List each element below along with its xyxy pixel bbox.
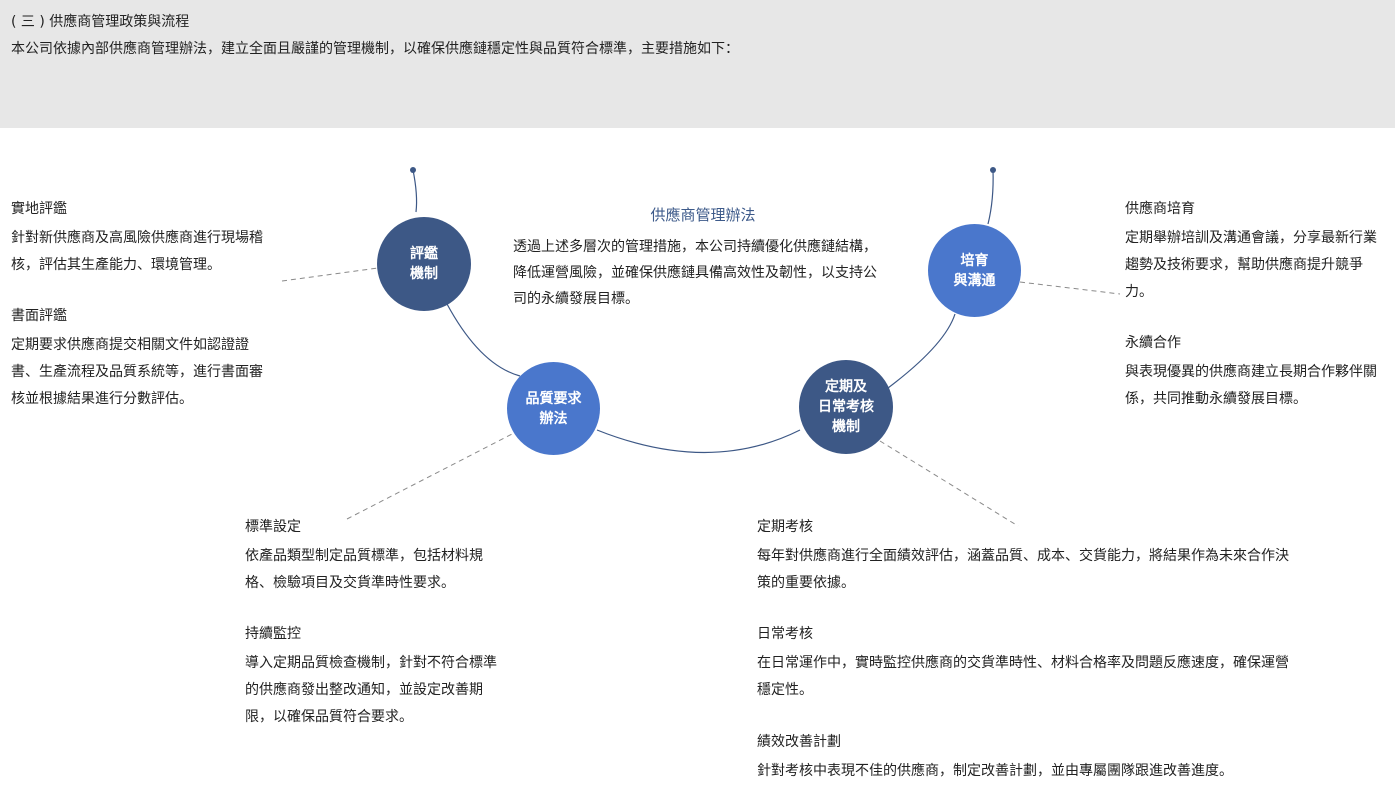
stem-left [412, 169, 418, 213]
block-document-title: 書面評鑑 [11, 308, 67, 324]
node-quality-label: 品質要求 辦法 [525, 390, 582, 427]
block-document-body: 定期要求供應商提交相關文件如認證證書、生產流程及品質系統等，進行書面審核並根據結… [11, 337, 263, 407]
block-improvement-body: 針對考核中表現不佳的供應商，制定改善計劃，並由專屬團隊跟進改善進度。 [757, 763, 1233, 779]
block-sustainable-partnership: 永續合作 與表現優異的供應商建立長期合作夥伴關係，共同推動永續發展目標。 [1125, 333, 1387, 413]
dash-cultivation [1019, 281, 1121, 295]
header-band [0, 0, 1395, 128]
node-cultivation-label: 培育 與溝通 [953, 252, 996, 289]
block-training-body: 定期舉辦培訓及溝通會議，分享最新行業趨勢及技術要求，幫助供應商提升競爭力。 [1125, 230, 1377, 300]
section-intro: 本公司依據內部供應商管理辦法，建立全面且嚴謹的管理機制，以確保供應鏈穩定性與品質… [11, 41, 739, 57]
block-onsite-body: 針對新供應商及高風險供應商進行現場稽核，評估其生產能力、環境管理。 [11, 230, 263, 273]
block-daily-body: 在日常運作中，實時監控供應商的交貨準時性、材料合格率及問題反應速度，確保運營穩定… [757, 655, 1289, 698]
node-cultivation-communication: 培育 與溝通 [928, 224, 1021, 317]
block-periodic-title: 定期考核 [757, 519, 813, 535]
center-body: 透過上述多層次的管理措施，本公司持續優化供應鏈結構，降低運營風險，並確保供應鏈具… [513, 239, 877, 307]
arc-evaluation-quality [446, 303, 521, 377]
node-evaluation-label: 評鑑 機制 [410, 246, 438, 282]
block-partnership-body: 與表現優異的供應商建立長期合作夥伴關係，共同推動永續發展目標。 [1125, 364, 1377, 407]
block-supplier-training: 供應商培育 定期舉辦培訓及溝通會議，分享最新行業趨勢及技術要求，幫助供應商提升競… [1125, 199, 1387, 306]
node-evaluation-mechanism: 評鑑 機制 [377, 217, 471, 311]
block-onsite-evaluation: 實地評鑑 針對新供應商及高風險供應商進行現場稽核，評估其生產能力、環境管理。 [11, 199, 273, 279]
block-daily-title: 日常考核 [757, 626, 813, 642]
block-continuous-monitoring: 持續監控 導入定期品質檢查機制，針對不符合標準的供應商發出整改通知，並設定改善期… [245, 624, 507, 731]
dash-review [879, 440, 1019, 527]
block-periodic-review: 定期考核 每年對供應商進行全面績效評估，涵蓋品質、成本、交貨能力，將結果作為未來… [757, 517, 1297, 597]
node-review-mechanism: 定期及 日常考核 機制 [799, 360, 893, 454]
node-review-label: 定期及 日常考核 機制 [818, 379, 874, 435]
dash-quality [346, 432, 515, 520]
block-partnership-title: 永續合作 [1125, 335, 1181, 351]
node-quality-requirements: 品質要求 辦法 [507, 362, 600, 455]
stem-right-dot [990, 167, 996, 173]
section-title: ( 三 ) 供應商管理政策與流程 [11, 14, 190, 30]
stem-left-dot [410, 167, 416, 173]
arc-review-cultivation [887, 313, 956, 389]
block-standard-title: 標準設定 [245, 519, 301, 535]
block-periodic-body: 每年對供應商進行全面績效評估，涵蓋品質、成本、交貨能力，將結果作為未來合作決策的… [757, 548, 1289, 591]
center-title: 供應商管理辦法 [650, 206, 756, 224]
stem-right [987, 169, 994, 225]
block-document-evaluation: 書面評鑑 定期要求供應商提交相關文件如認證證書、生產流程及品質系統等，進行書面審… [11, 306, 273, 413]
block-monitoring-title: 持續監控 [245, 626, 301, 642]
block-standard-body: 依產品類型制定品質標準，包括材料規格、檢驗項目及交貨準時性要求。 [245, 548, 483, 591]
block-improvement-plan: 績效改善計劃 針對考核中表現不佳的供應商，制定改善計劃，並由專屬團隊跟進改善進度… [757, 732, 1317, 785]
arc-quality-review [596, 429, 801, 454]
block-onsite-title: 實地評鑑 [11, 201, 67, 217]
block-monitoring-body: 導入定期品質檢查機制，針對不符合標準的供應商發出整改通知，並設定改善期限，以確保… [245, 655, 497, 725]
block-standard-setting: 標準設定 依產品類型制定品質標準，包括材料規格、檢驗項目及交貨準時性要求。 [245, 517, 507, 597]
block-training-title: 供應商培育 [1125, 201, 1195, 217]
dash-evaluation [281, 267, 379, 282]
block-improvement-title: 績效改善計劃 [757, 734, 841, 750]
block-daily-review: 日常考核 在日常運作中，實時監控供應商的交貨準時性、材料合格率及問題反應速度，確… [757, 624, 1297, 704]
